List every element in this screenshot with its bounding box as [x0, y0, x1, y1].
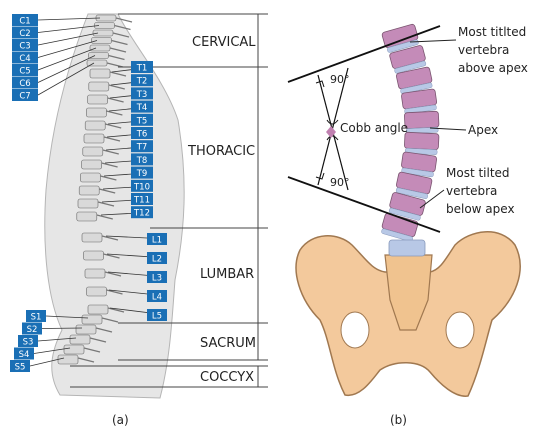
svg-text:T11: T11 — [133, 196, 150, 206]
spine-block — [84, 251, 104, 260]
spine-block — [79, 186, 99, 195]
svg-text:T10: T10 — [133, 182, 150, 192]
svg-text:S2: S2 — [27, 325, 38, 335]
spine-block — [82, 160, 102, 169]
panel-b: 90° 90° Cobb angle Most titlted vertebra… — [288, 24, 530, 427]
svg-text:T6: T6 — [136, 130, 148, 140]
region-lumbar: LUMBAR — [200, 267, 254, 282]
svg-text:T12: T12 — [133, 209, 150, 219]
spine-block — [85, 121, 105, 130]
svg-text:C5: C5 — [19, 67, 30, 77]
spine-block — [76, 325, 96, 334]
spine-block — [90, 45, 110, 51]
spine-block — [88, 95, 108, 104]
svg-text:T8: T8 — [136, 156, 148, 166]
spine-block — [70, 335, 90, 344]
spine-block — [82, 233, 102, 242]
vertebra-b — [404, 132, 439, 155]
svg-text:S1: S1 — [31, 313, 42, 323]
svg-text:T3: T3 — [136, 90, 148, 100]
svg-text:S3: S3 — [23, 338, 34, 348]
spine-block — [78, 199, 98, 208]
spine-block — [92, 38, 112, 44]
svg-text:L2: L2 — [152, 255, 162, 265]
vertebra-b — [401, 89, 438, 115]
lower-lumbar-disc — [389, 240, 425, 256]
svg-text:T2: T2 — [136, 77, 148, 87]
svg-text:S5: S5 — [15, 363, 26, 373]
angle-top-label: 90° — [330, 73, 350, 86]
svg-text:L4: L4 — [152, 293, 162, 303]
obturator-right — [446, 312, 474, 348]
svg-text:C1: C1 — [19, 17, 30, 27]
spine-block — [80, 173, 100, 182]
vertebra-b — [404, 111, 439, 134]
spine-block — [58, 355, 78, 364]
svg-text:T4: T4 — [136, 103, 148, 113]
angle-bottom-label: 90° — [330, 176, 350, 189]
spine-block — [64, 345, 84, 354]
spine-block — [87, 287, 107, 296]
spine-block — [82, 315, 102, 324]
svg-text:L3: L3 — [152, 274, 162, 284]
svg-text:C2: C2 — [19, 29, 30, 39]
spine-block — [89, 82, 109, 91]
spine-block — [88, 305, 108, 314]
svg-text:T9: T9 — [136, 169, 148, 179]
region-cervical: CERVICAL — [192, 35, 256, 50]
spine-block — [86, 108, 106, 117]
svg-text:L1: L1 — [152, 236, 162, 246]
cobb-arc-top — [327, 120, 338, 124]
spine-block — [77, 212, 97, 221]
spine-block — [83, 147, 103, 156]
caption-a: (a) — [112, 413, 129, 427]
svg-text:T1: T1 — [136, 64, 148, 74]
svg-text:L5: L5 — [152, 312, 162, 322]
spine-block — [84, 134, 104, 143]
apex-label: Apex — [468, 123, 498, 137]
panel-a: CERVICAL THORACIC LUMBAR SACRUM COCCYX C… — [10, 14, 268, 427]
svg-text:C7: C7 — [19, 92, 30, 102]
svg-text:S4: S4 — [19, 350, 30, 360]
region-coccyx: COCCYX — [200, 370, 254, 385]
svg-text:C3: C3 — [19, 42, 30, 52]
svg-text:T7: T7 — [136, 143, 148, 153]
top-tilted-label: Most titlted vertebra above apex — [458, 25, 530, 75]
spine-block — [85, 269, 105, 278]
bottom-tilted-label: Most tilted vertebra below apex — [446, 166, 515, 216]
cobb-arc-bottom — [327, 136, 338, 140]
svg-text:C6: C6 — [19, 79, 30, 89]
svg-text:T5: T5 — [136, 116, 148, 126]
region-sacrum: SACRUM — [200, 336, 256, 351]
spine-block — [90, 69, 110, 78]
svg-text:C4: C4 — [19, 54, 30, 64]
obturator-left — [341, 312, 369, 348]
caption-b: (b) — [390, 413, 407, 427]
cobb-angle-label: Cobb angle — [340, 121, 408, 135]
region-thoracic: THORACIC — [187, 144, 255, 159]
